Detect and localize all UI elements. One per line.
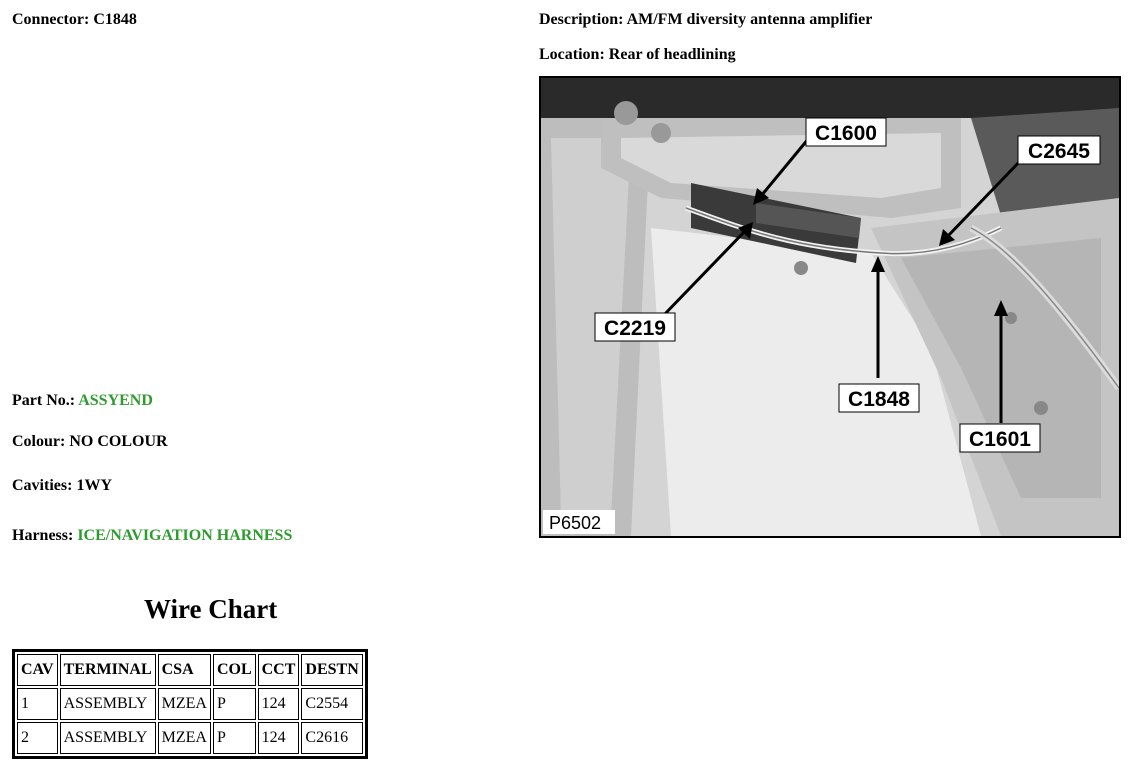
- description-field: Description: AM/FM diversity antenna amp…: [539, 11, 872, 29]
- cell-destn: C2554: [301, 688, 363, 720]
- cell-terminal: ASSEMBLY: [59, 722, 156, 754]
- connector-value: C1848: [93, 11, 137, 28]
- connector-location-image: C1600 C2645 C2219 C1848 C1601 P6502: [539, 76, 1121, 538]
- location-value: Rear of headlining: [608, 46, 736, 63]
- header-cct: CCT: [257, 654, 300, 686]
- callout-c2219: C2219: [604, 317, 666, 340]
- callout-c1600: C1600: [815, 122, 877, 145]
- wire-chart-header-row: CAV TERMINAL CSA COL CCT DESTN: [17, 654, 363, 686]
- connector-field: Connector: C1848: [12, 11, 137, 29]
- cavities-field: Cavities: 1WY: [12, 477, 112, 495]
- wire-chart-table: CAV TERMINAL CSA COL CCT DESTN 1 ASSEMBL…: [12, 649, 368, 759]
- location-field: Location: Rear of headlining: [539, 46, 736, 64]
- header-terminal: TERMINAL: [59, 654, 156, 686]
- connector-label: Connector:: [12, 11, 90, 28]
- cell-cav: 1: [17, 688, 58, 720]
- cavities-label: Cavities:: [12, 477, 73, 494]
- colour-value: NO COLOUR: [69, 433, 168, 450]
- part-no-field: Part No.: ASSYEND: [12, 392, 153, 410]
- cell-terminal: ASSEMBLY: [59, 688, 156, 720]
- header-col: COL: [212, 654, 256, 686]
- cell-destn: C2616: [301, 722, 363, 754]
- header-csa: CSA: [157, 654, 211, 686]
- callout-c1848: C1848: [848, 388, 910, 411]
- cell-cav: 2: [17, 722, 58, 754]
- header-cav: CAV: [17, 654, 58, 686]
- cell-col: P: [212, 722, 256, 754]
- harness-field: Harness: ICE/NAVIGATION HARNESS: [12, 527, 292, 545]
- header-destn: DESTN: [301, 654, 363, 686]
- colour-field: Colour: NO COLOUR: [12, 433, 168, 451]
- part-no-label: Part No.:: [12, 392, 76, 409]
- cell-cct: 124: [257, 688, 300, 720]
- harness-link[interactable]: ICE/NAVIGATION HARNESS: [77, 527, 293, 544]
- colour-label: Colour:: [12, 433, 66, 450]
- part-no-link[interactable]: ASSYEND: [78, 392, 153, 409]
- description-value: AM/FM diversity antenna amplifier: [626, 11, 873, 28]
- callout-c1601: C1601: [969, 428, 1031, 451]
- cell-col: P: [212, 688, 256, 720]
- cavities-value: 1WY: [76, 477, 112, 494]
- location-label: Location:: [539, 46, 605, 63]
- table-row: 2 ASSEMBLY MZEA P 124 C2616: [17, 722, 363, 754]
- cell-csa: MZEA: [157, 722, 211, 754]
- image-code: P6502: [549, 513, 601, 533]
- harness-label: Harness:: [12, 527, 74, 544]
- cell-csa: MZEA: [157, 688, 211, 720]
- description-label: Description:: [539, 11, 624, 28]
- wire-chart-title: Wire Chart: [144, 594, 278, 624]
- table-row: 1 ASSEMBLY MZEA P 124 C2554: [17, 688, 363, 720]
- cell-cct: 124: [257, 722, 300, 754]
- callout-c2645: C2645: [1028, 140, 1090, 163]
